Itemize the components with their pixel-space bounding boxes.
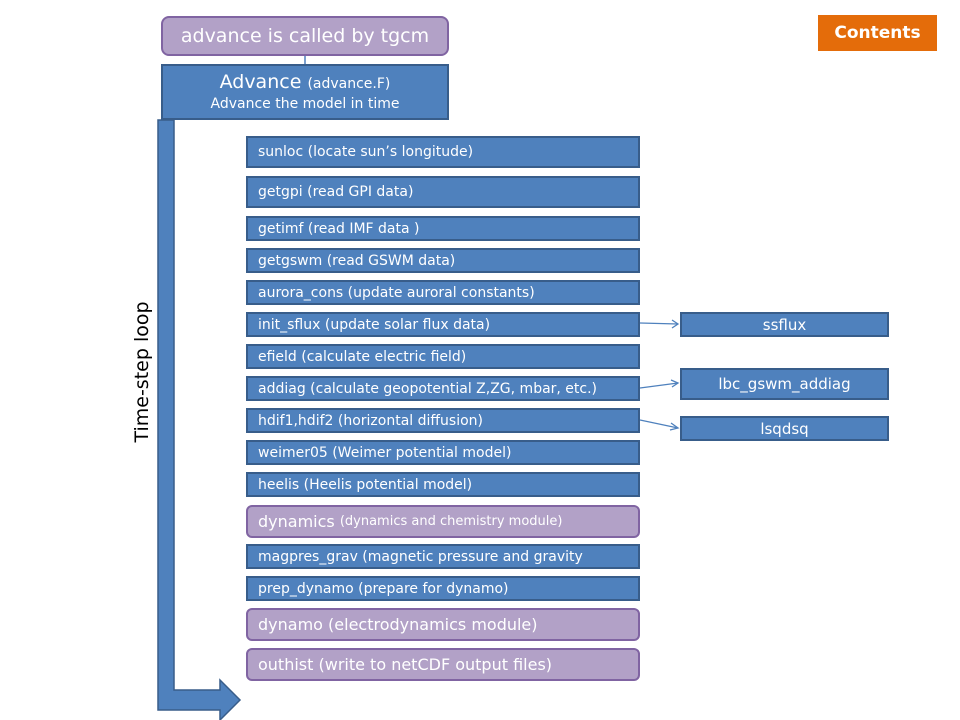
- caller-box[interactable]: advance is called by tgcm: [161, 16, 449, 56]
- step-label: getimf (read IMF data ): [258, 220, 420, 237]
- contents-button[interactable]: Contents: [818, 15, 937, 51]
- step-hdif[interactable]: hdif1,hdif2 (horizontal diffusion): [246, 408, 640, 433]
- step-label: heelis (Heelis potential model): [258, 476, 473, 493]
- step-addiag[interactable]: addiag (calculate geopotential Z,ZG, mba…: [246, 376, 640, 401]
- advance-box[interactable]: Advance (advance.F) Advance the model in…: [161, 64, 449, 120]
- step-label: sunloc (locate sun’s longitude): [258, 144, 474, 160]
- step-detail: (dynamics and chemistry module): [339, 514, 563, 529]
- step-init-sflux[interactable]: init_sflux (update solar flux data): [246, 312, 640, 337]
- advance-name: Advance: [219, 71, 302, 93]
- step-label: getgpi (read GPI data): [258, 184, 414, 200]
- arrow-lsqdsq: [639, 419, 679, 429]
- side-lsqdsq[interactable]: lsqdsq: [680, 416, 889, 441]
- side-label: lbc_gswm_addiag: [718, 375, 851, 393]
- step-weimer05[interactable]: weimer05 (Weimer potential model): [246, 440, 640, 465]
- side-label: ssflux: [762, 315, 807, 334]
- advance-description: Advance the model in time: [210, 96, 400, 112]
- step-label: init_sflux (update solar flux data): [258, 316, 491, 333]
- step-label: weimer05 (Weimer potential model): [258, 444, 512, 461]
- step-label: efield (calculate electric field): [258, 348, 467, 365]
- step-label: magpres_grav (magnetic pressure and grav…: [258, 548, 583, 565]
- step-heelis[interactable]: heelis (Heelis potential model): [246, 472, 640, 497]
- step-efield[interactable]: efield (calculate electric field): [246, 344, 640, 369]
- side-lbc-gswm-addiag[interactable]: lbc_gswm_addiag: [680, 368, 889, 400]
- arrow-lbc-gswm-addiag: [639, 382, 679, 389]
- step-label: outhist (write to netCDF output files): [258, 655, 553, 674]
- contents-label: Contents: [834, 23, 921, 43]
- caller-label: advance is called by tgcm: [180, 25, 430, 47]
- step-dynamics[interactable]: dynamics (dynamics and chemistry module): [246, 505, 640, 538]
- step-label: hdif1,hdif2 (horizontal diffusion): [258, 412, 483, 429]
- side-label: lsqdsq: [760, 419, 809, 438]
- step-label: prep_dynamo (prepare for dynamo): [258, 580, 509, 597]
- step-prep-dynamo[interactable]: prep_dynamo (prepare for dynamo): [246, 576, 640, 601]
- step-label: aurora_cons (update auroral constants): [258, 284, 535, 301]
- step-label: addiag (calculate geopotential Z,ZG, mba…: [258, 380, 598, 397]
- step-aurora-cons[interactable]: aurora_cons (update auroral constants): [246, 280, 640, 305]
- step-dynamo[interactable]: dynamo (electrodynamics module): [246, 608, 640, 641]
- step-outhist[interactable]: outhist (write to netCDF output files): [246, 648, 640, 681]
- step-magpres-grav[interactable]: magpres_grav (magnetic pressure and grav…: [246, 544, 640, 569]
- step-label: getgswm (read GSWM data): [258, 252, 456, 269]
- step-getgpi[interactable]: getgpi (read GPI data): [246, 176, 640, 208]
- advance-file: (advance.F): [307, 76, 391, 92]
- step-getgswm[interactable]: getgswm (read GSWM data): [246, 248, 640, 273]
- step-sunloc[interactable]: sunloc (locate sun’s longitude): [246, 136, 640, 168]
- step-label: dynamo (electrodynamics module): [258, 615, 538, 634]
- step-getimf[interactable]: getimf (read IMF data ): [246, 216, 640, 241]
- loop-arrow: [157, 119, 242, 720]
- time-step-loop-label: Time-step loop: [131, 301, 153, 443]
- step-label: dynamics: [258, 512, 335, 531]
- side-ssflux[interactable]: ssflux: [680, 312, 889, 337]
- arrow-ssflux: [639, 322, 679, 325]
